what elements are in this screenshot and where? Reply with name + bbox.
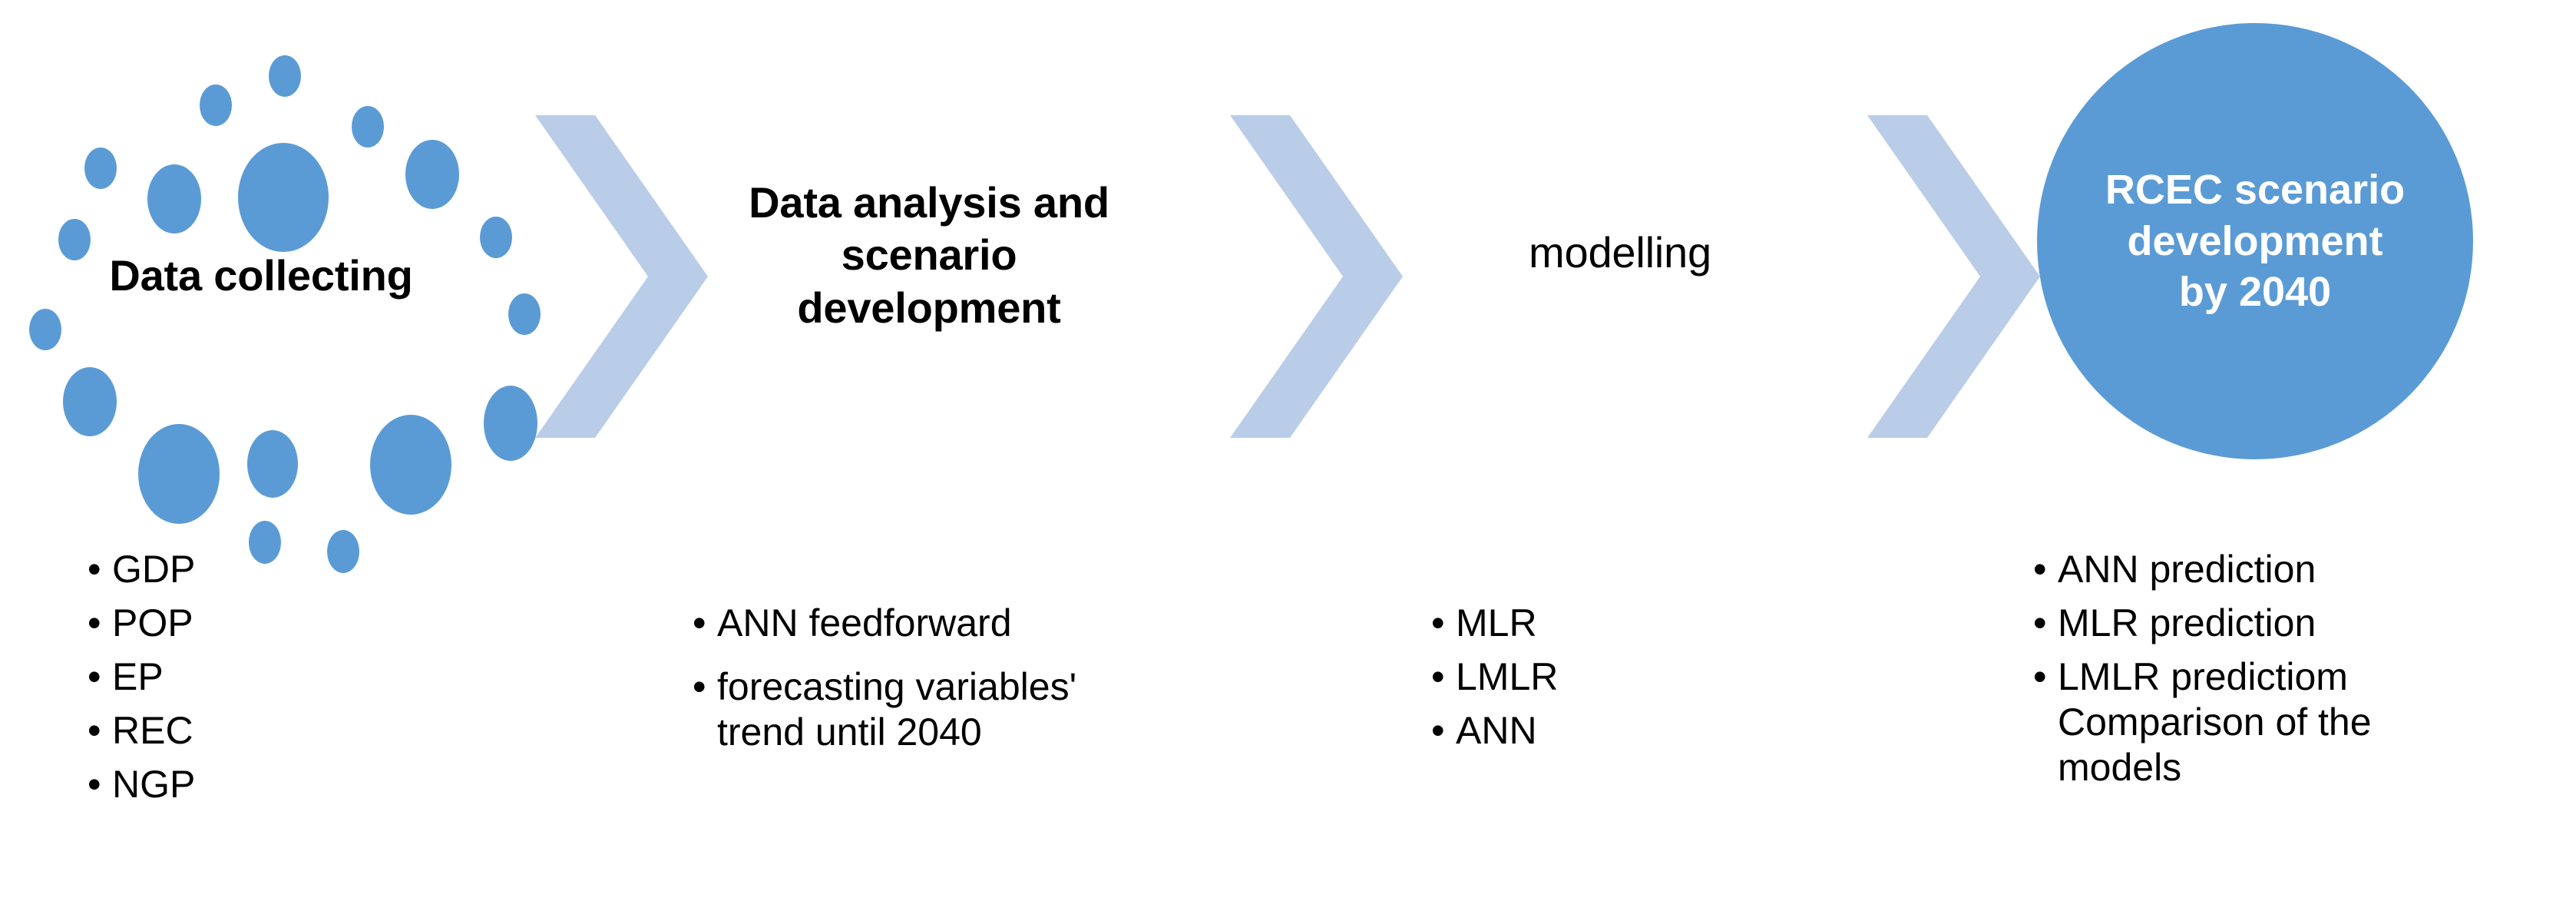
list-item: • forecasting variables' trend until 204… <box>691 664 1090 755</box>
ring-dot <box>147 164 201 234</box>
ring-dot <box>508 293 541 335</box>
bullet-marker-icon: • <box>1431 709 1445 752</box>
ring-dot <box>58 219 91 260</box>
list-item-label: POP <box>112 601 193 644</box>
ring-dot <box>370 415 451 515</box>
list-item-label-continued: Comparison of the <box>2058 701 2372 744</box>
chevron-right-icon <box>535 115 708 438</box>
list-item-label: MLR prediction <box>2058 601 2316 644</box>
list-item: • MLR <box>1430 601 1737 646</box>
bullet-list-data-collecting: • GDP • POP • EP • REC • NGP <box>86 547 408 816</box>
stage-title-data-collecting: Data collecting <box>109 251 413 300</box>
list-item: • ANN prediction <box>2032 547 2492 592</box>
list-item: • MLR prediction <box>2032 601 2492 646</box>
dotted-ring-graphic <box>0 0 553 573</box>
bullet-marker-icon: • <box>2033 548 2047 591</box>
list-item-label: EP <box>112 655 164 698</box>
bullet-list-results: • ANN prediction • MLR prediction • LMLR… <box>2032 547 2492 799</box>
bullet-marker-icon: • <box>2033 601 2047 644</box>
ring-dot <box>352 106 384 147</box>
result-circle: RCEC scenario development by 2040 <box>2037 23 2473 459</box>
bullet-marker-icon: • <box>1431 601 1445 644</box>
bullet-marker-icon: • <box>88 548 101 591</box>
ring-dot <box>480 217 512 258</box>
list-item-label: LMLR predictiom <box>2058 655 2348 698</box>
list-item-label: NGP <box>112 763 196 806</box>
ring-dot <box>269 55 301 97</box>
ring-dot <box>29 309 61 350</box>
list-item-label: GDP <box>112 548 196 591</box>
bullet-marker-icon: • <box>2033 655 2047 698</box>
chevron-right-icon <box>1230 115 1403 438</box>
list-item-label: forecasting variables' <box>717 665 1077 708</box>
list-item-label: ANN prediction <box>2058 548 2316 591</box>
ring-dot <box>84 147 117 189</box>
bullet-marker-icon: • <box>693 665 706 708</box>
ring-dot <box>484 386 537 461</box>
bullet-marker-icon: • <box>88 601 101 644</box>
bullet-list-modelling: • MLR • LMLR • ANN <box>1430 601 1737 762</box>
ring-dot <box>200 84 232 126</box>
ring-dot <box>63 367 117 436</box>
result-circle-label: RCEC scenario development by 2040 <box>2105 166 2406 316</box>
ring-dot <box>247 430 298 498</box>
list-item: • ANN <box>1430 708 1737 754</box>
bullet-list-data-analysis: • ANN feedforward • forecasting variable… <box>691 601 1090 773</box>
list-item-label: ANN <box>1456 709 1537 752</box>
list-item: • LMLR <box>1430 654 1737 700</box>
list-item: • POP <box>86 601 408 646</box>
list-item: • LMLR predictiom Comparison of the mode… <box>2032 654 2492 790</box>
list-item: • ANN feedforward <box>691 601 1090 646</box>
bullet-marker-icon: • <box>88 655 101 698</box>
list-item-label: LMLR <box>1456 655 1559 698</box>
stage-title-data-analysis: Data analysis and scenario development <box>749 178 1109 332</box>
bullet-marker-icon: • <box>1431 655 1445 698</box>
list-item-label: REC <box>112 709 193 752</box>
ring-dot <box>405 140 459 209</box>
list-item: • REC <box>86 708 408 754</box>
bullet-marker-icon: • <box>693 601 706 644</box>
bullet-marker-icon: • <box>88 763 101 806</box>
ring-dot <box>238 143 329 252</box>
ring-dot <box>138 424 220 524</box>
bullet-marker-icon: • <box>88 709 101 752</box>
list-item: • NGP <box>86 762 408 807</box>
list-item: • GDP <box>86 547 408 592</box>
list-item-label-continued-2: models <box>2058 746 2182 789</box>
list-item-label: ANN feedforward <box>717 601 1012 644</box>
stage-title-modelling: modelling <box>1529 228 1711 277</box>
list-item: • EP <box>86 654 408 700</box>
ring-dot <box>327 530 359 573</box>
ring-dot <box>249 521 281 564</box>
list-item-label: MLR <box>1456 601 1537 644</box>
list-item-label-continued: trend until 2040 <box>717 711 982 754</box>
chevron-right-icon <box>1867 115 2040 438</box>
